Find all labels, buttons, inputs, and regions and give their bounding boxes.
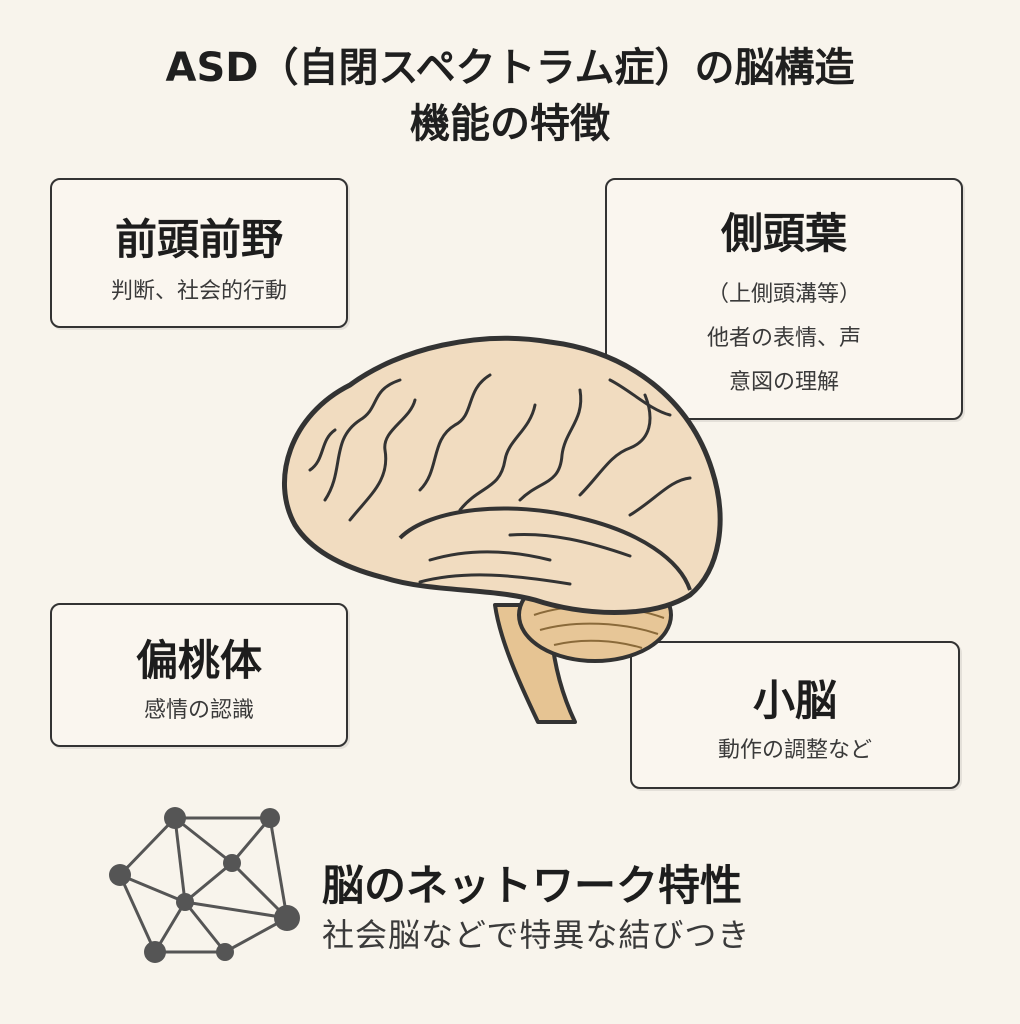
- network-node: [260, 808, 280, 828]
- brain-illustration: [281, 335, 723, 724]
- page-title: ASD（自閉スペクトラム症）の脳構造: [165, 45, 855, 91]
- region-description: 動作の調整など: [717, 738, 872, 763]
- network-node: [109, 864, 131, 886]
- network-node: [164, 807, 186, 829]
- page-subtitle: 機能の特徴: [410, 101, 610, 147]
- network-node: [216, 943, 234, 961]
- region-description: 感情の認識: [143, 698, 254, 723]
- card-temporal-lobe: 側頭葉 （上側頭溝等） 他者の表情、声 意図の理解: [605, 178, 963, 420]
- region-name: 側頭葉: [720, 209, 847, 258]
- network-node: [144, 941, 166, 963]
- network-graph-icon: [109, 807, 300, 963]
- region-description-line2: 他者の表情、声: [706, 326, 861, 351]
- region-description: 判断、社会的行動: [110, 279, 287, 304]
- network-node: [223, 854, 241, 872]
- temporal-lobe-outline: [398, 506, 692, 591]
- region-name: 偏桃体: [135, 636, 262, 685]
- region-description-line3: 意図の理解: [728, 370, 839, 395]
- cerebrum-shape: [281, 335, 723, 615]
- card-cerebellum: 小脳 動作の調整など: [630, 641, 960, 789]
- network-node: [176, 893, 194, 911]
- gyri-lines: [308, 373, 692, 586]
- region-description-line1: （上側頭溝等）: [706, 282, 861, 307]
- card-amygdala: 偏桃体 感情の認識: [50, 603, 348, 747]
- region-name: 小脳: [752, 676, 837, 725]
- network-edges: [118, 816, 289, 954]
- card-prefrontal-cortex: 前頭前野 判断、社会的行動: [50, 178, 348, 328]
- network-description: 社会脳などで特異な結びつき: [322, 916, 751, 954]
- network-title: 脳のネットワーク特性: [322, 861, 743, 910]
- network-node: [274, 905, 300, 931]
- network-nodes: [109, 807, 300, 963]
- region-name: 前頭前野: [114, 215, 283, 264]
